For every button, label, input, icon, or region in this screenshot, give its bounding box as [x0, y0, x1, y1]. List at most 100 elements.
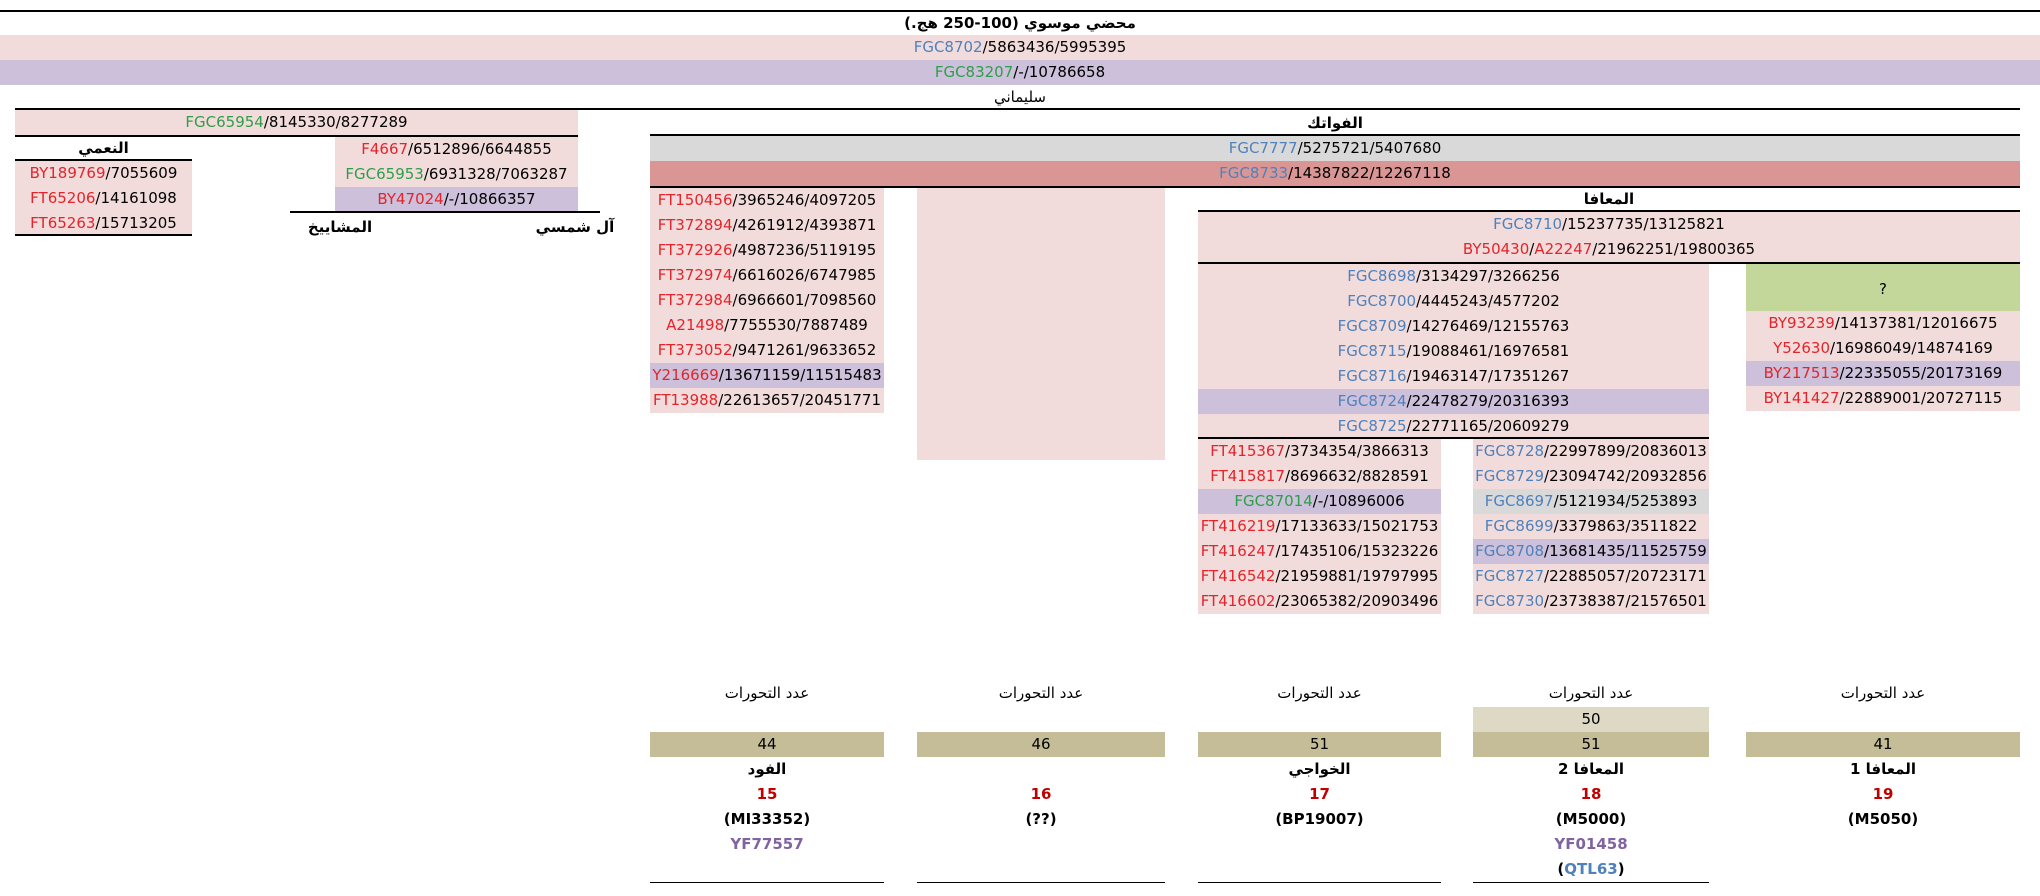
- fuwd-list: FT150456/3965246/4097205 FT372894/426191…: [650, 188, 884, 413]
- snp-id: FGC8728: [1475, 442, 1545, 460]
- snp-id: FT65206: [30, 189, 96, 207]
- muafa1-list: BY93239/14137381/12016675 Y52630/1698604…: [1746, 311, 2020, 411]
- snp-id: FGC65953: [345, 165, 424, 183]
- mutations-label: عدد التحورات: [1277, 684, 1362, 702]
- muafa1-row: BY93239/14137381/12016675: [1746, 311, 2020, 336]
- left-root-row: FGC65954/8145330/8277289: [15, 110, 578, 137]
- snp-positions: /22335055/20173169: [1839, 364, 2003, 382]
- branch-extra: YF77557: [730, 835, 804, 853]
- mutation-count: 51: [1198, 732, 1441, 757]
- snp-id: FGC8710: [1493, 215, 1563, 233]
- muafa-rule: [1198, 210, 2020, 212]
- branch-code: (MI33352): [723, 810, 811, 828]
- khawaji-row: FT415817/8696632/8828591: [1198, 464, 1441, 489]
- snp-positions: /6616026/6747985: [732, 266, 877, 284]
- muafa-inner-row: FGC8724/22478279/20316393: [1198, 389, 1709, 414]
- muafa-row-2: BY50430/A22247/21962251/19800365: [1198, 237, 2020, 262]
- root-snp-row-1: FGC8702/5863436/5995395: [0, 35, 2040, 60]
- muafa2-row: FGC8729/23094742/20932856: [1473, 464, 1709, 489]
- shams-label: آل شمسي: [535, 218, 615, 236]
- mutation-count: 44: [650, 732, 884, 757]
- mutation-count: 46: [917, 732, 1165, 757]
- snp-id: FT372926: [657, 241, 733, 259]
- snp-id: FGC8702: [913, 38, 983, 56]
- root-title: محضي موسوي (100-250 هج.): [904, 14, 1136, 32]
- branch-code: (M5050): [1847, 810, 1919, 828]
- branch-code: (M5000): [1555, 810, 1627, 828]
- snp-id: BY50430: [1462, 240, 1530, 258]
- muafa-inner-row: FGC8725/22771165/20609279: [1198, 414, 1709, 439]
- mutation-count-alt: 50: [1473, 707, 1709, 732]
- snp-id: BY47024: [377, 190, 444, 208]
- snp-id: FGC8725: [1337, 417, 1407, 435]
- snp-positions: /22889001/20727115: [1839, 389, 2003, 407]
- muafa2-row: FGC8708/13681435/11525759: [1473, 539, 1709, 564]
- snp-positions: /4987236/5119195: [732, 241, 877, 259]
- naimi-row: FT65206/14161098: [15, 186, 192, 211]
- muafa1-row: Y52630/16986049/14874169: [1746, 336, 2020, 361]
- snp-id: FT372974: [657, 266, 733, 284]
- mid-left-row: F4667/6512896/6644855: [335, 137, 578, 162]
- muafa-inner-row: FGC8709/14276469/12155763: [1198, 314, 1709, 339]
- snp-positions: /3965246/4097205: [732, 191, 877, 209]
- snp-id: BY141427: [1763, 389, 1840, 407]
- naimi-title: النعمي: [78, 139, 129, 157]
- muafa1-row: BY217513/22335055/20173169: [1746, 361, 2020, 386]
- muafa-inner-list: FGC8698/3134297/3266256 FGC8700/4445243/…: [1198, 264, 1709, 439]
- muafa2-row: FGC8730/23738387/21576501: [1473, 589, 1709, 614]
- col16-block: [917, 188, 1165, 460]
- snp-positions: /19463147/17351267: [1406, 367, 1570, 385]
- snp-positions: /3379863/3511822: [1553, 517, 1698, 535]
- snp-positions: /22478279/20316393: [1406, 392, 1570, 410]
- branch-extra-2: (QTL63): [1473, 858, 1709, 880]
- snp-id: Y216669: [652, 366, 719, 384]
- snp-id: FGC8716: [1337, 367, 1407, 385]
- branch-extra: YF01458: [1554, 835, 1628, 853]
- snp-id: FGC8729: [1475, 467, 1545, 485]
- snp-id: FGC8724: [1337, 392, 1407, 410]
- snp-positions: /14387822/12267118: [1288, 164, 1451, 182]
- snp-id: F4667: [361, 140, 409, 158]
- naimi-row: BY189769/7055609: [15, 161, 192, 186]
- snp-id: FT150456: [657, 191, 733, 209]
- snp-positions: /8696632/8828591: [1285, 467, 1429, 485]
- fuwd-row: FT373052/9471261/9633652: [650, 338, 884, 363]
- muafa-inner-row: FGC8716/19463147/17351267: [1198, 364, 1709, 389]
- fuwd-row: FT372984/6966601/7098560: [650, 288, 884, 313]
- snp-positions: /16986049/14874169: [1830, 339, 1993, 357]
- snp-positions: /3734354/3866313: [1285, 442, 1429, 460]
- snp-positions: /21962251/19800365: [1592, 240, 1756, 258]
- snp-positions: /22613657/20451771: [718, 391, 882, 409]
- muafa2-row: FGC8728/22997899/20836013: [1473, 439, 1709, 464]
- fawatik-bottom-rule: [650, 186, 2020, 188]
- snp-id: FGC8697: [1484, 492, 1554, 510]
- fuwd-row: FT372926/4987236/5119195: [650, 238, 884, 263]
- mutations-label: عدد التحورات: [1548, 684, 1634, 702]
- branch-number: 18: [1580, 785, 1602, 803]
- muafa1-row: BY141427/22889001/20727115: [1746, 386, 2020, 411]
- muafa-inner-row: FGC8700/4445243/4577202: [1198, 289, 1709, 314]
- snp-id: FGC8730: [1475, 592, 1545, 610]
- branch-name: الخواجي: [1288, 760, 1351, 778]
- snp-positions: /21959881/19797995: [1275, 567, 1439, 585]
- footer-rule: [1473, 882, 1709, 883]
- snp-id: FGC8708: [1475, 542, 1545, 560]
- snp-id: FT416542: [1200, 567, 1276, 585]
- snp-positions: /9471261/9633652: [732, 341, 877, 359]
- footer-rule: [917, 882, 1165, 883]
- snp-positions: /7755530/7887489: [724, 316, 868, 334]
- paren-open: (: [1557, 860, 1565, 878]
- naimi-rule: [15, 159, 192, 161]
- naimi-row: FT65263/15713205: [15, 211, 192, 236]
- snp-id: FGC8700: [1347, 292, 1417, 310]
- snp-positions: /14161098: [95, 189, 177, 207]
- snp-id: Y52630: [1773, 339, 1831, 357]
- muafa-title: المعافا: [1583, 190, 1635, 208]
- snp-id: FT416247: [1200, 542, 1276, 560]
- fawatik-row-1: FGC7777/5275721/5407680: [650, 136, 2020, 161]
- snp-positions: /15237735/13125821: [1562, 215, 1725, 233]
- snp-id: A21498: [666, 316, 725, 334]
- snp-positions: /6966601/7098560: [732, 291, 877, 309]
- snp-id: FGC87014: [1234, 492, 1313, 510]
- snp-id: FT372984: [657, 291, 733, 309]
